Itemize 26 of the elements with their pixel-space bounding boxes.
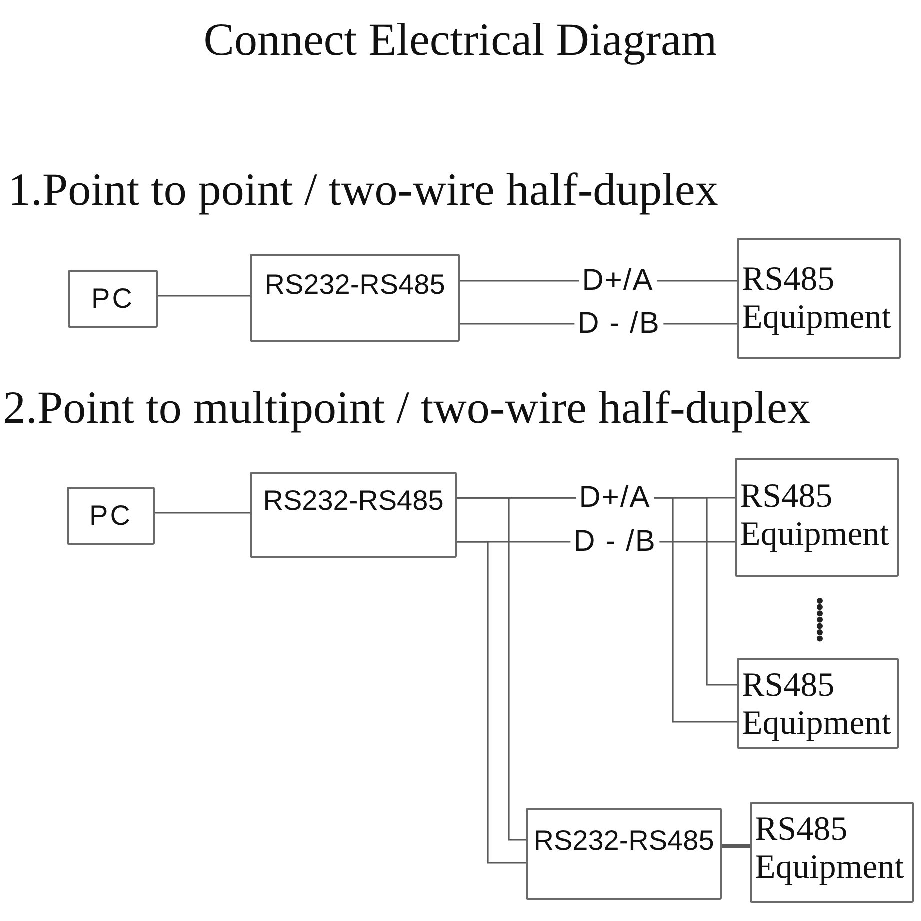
block-label: RS232-RS485 <box>264 268 446 302</box>
wire <box>158 295 250 297</box>
converter-box <box>250 254 460 342</box>
equipment-box <box>737 658 899 749</box>
block-label: PC <box>90 282 136 316</box>
computer-box <box>67 487 155 545</box>
converter-box <box>526 808 722 900</box>
block-label: RS485 Equipment <box>754 810 906 887</box>
diagram-title: Connect Electrical Diagram <box>202 13 718 67</box>
section-heading: 2.Point to multipoint / two-wire half-duplex <box>3 381 810 435</box>
block-label: RS485 Equipment <box>741 666 892 743</box>
equipment-box <box>735 458 899 577</box>
converter-box <box>250 472 457 558</box>
section-heading: 1.Point to point / two-wire half-duplex <box>8 163 718 217</box>
wire <box>155 512 250 514</box>
equipment-box <box>750 802 914 903</box>
wire <box>457 541 526 864</box>
wire <box>457 497 526 841</box>
block-label: PC <box>88 499 134 533</box>
equipment-box <box>737 238 901 359</box>
block-label: RS485 Equipment <box>739 477 890 554</box>
block-label: RS232-RS485 <box>262 484 445 518</box>
block-label: RS485 Equipment <box>741 260 892 337</box>
computer-box <box>68 270 158 328</box>
block-label: RS232-RS485 <box>532 824 716 858</box>
wire <box>722 844 750 848</box>
